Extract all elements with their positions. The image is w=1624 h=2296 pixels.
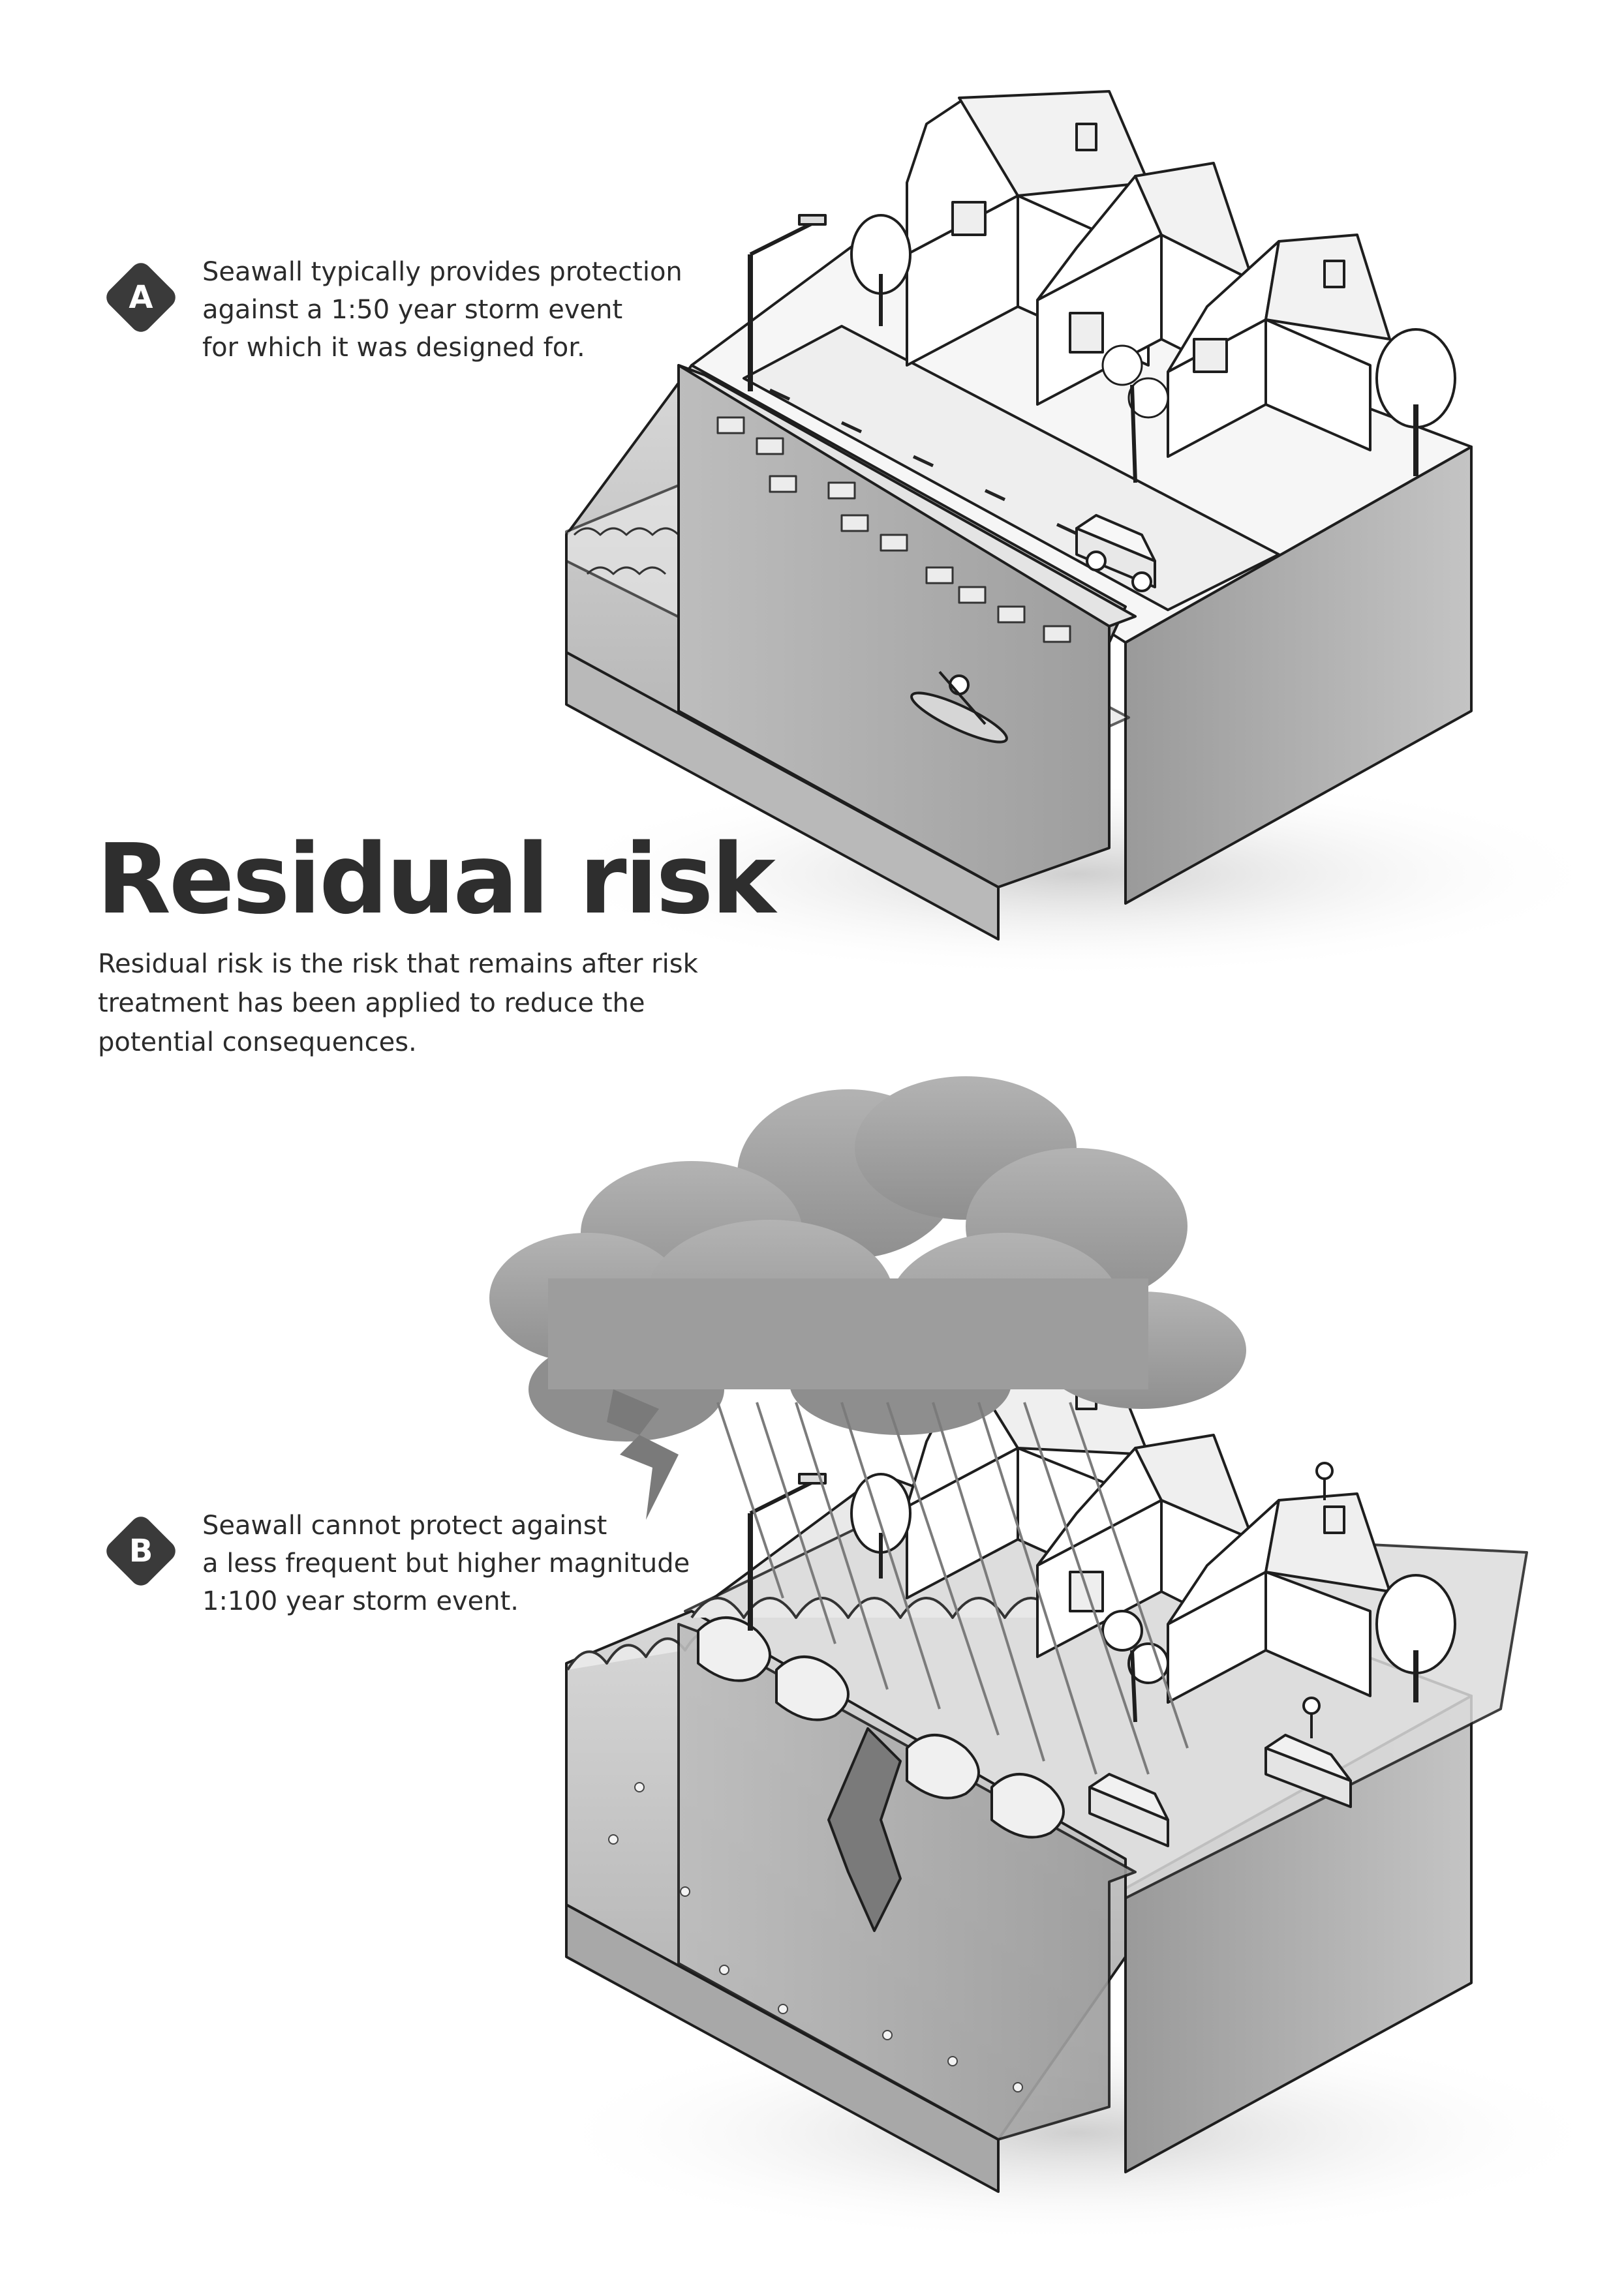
person-on-chimney <box>1315 1462 1334 1500</box>
palm-trees <box>1101 344 1169 483</box>
tree-right <box>1375 328 1456 476</box>
rain-streaks <box>716 1402 1189 1775</box>
diamond-badge-icon <box>106 1517 176 1586</box>
seawall-bricks <box>716 416 1071 643</box>
description-line: potential consequences. <box>98 1027 417 1057</box>
street-light <box>748 214 827 391</box>
badge-a: A <box>97 253 185 342</box>
kayaker-figure <box>910 671 1008 744</box>
description-line: Residual risk is the risk that remains a… <box>98 949 698 979</box>
badge-letter: A <box>129 279 153 316</box>
caption-b: Seawall cannot protect against a less fr… <box>202 1507 690 1620</box>
house-3 <box>1167 234 1391 458</box>
storm-cloud <box>489 1076 1246 1442</box>
seawall-top <box>677 364 1137 627</box>
car-submerged <box>1088 1773 1169 1847</box>
water-bubbles <box>608 1782 1023 2092</box>
badge-b: B <box>97 1507 185 1595</box>
caption-line: Seawall cannot protect against <box>202 1511 607 1541</box>
tree-right <box>1375 1574 1456 1702</box>
caption-line: 1:100 year storm event. <box>202 1586 519 1616</box>
diamond-badge-icon <box>106 263 176 332</box>
seawall-breach-crack <box>827 1727 902 1932</box>
lightning-bolt <box>607 1389 679 1520</box>
caption-line: a less frequent but higher magnitude <box>202 1548 690 1578</box>
palm-trees <box>1101 1610 1169 1723</box>
caption-a: Seawall typically provides protection ag… <box>202 253 682 367</box>
scene-b-seawall-storm <box>489 1076 1612 2244</box>
tree-left <box>850 1473 912 1578</box>
tree-left <box>850 214 912 326</box>
caption-line: against a 1:50 year storm event <box>202 295 623 325</box>
description: Residual risk is the risk that remains a… <box>98 944 698 1062</box>
description-line: treatment has been applied to reduce the <box>98 988 645 1018</box>
house-3 <box>1167 1492 1391 1704</box>
badge-letter: B <box>129 1533 153 1569</box>
scene-a-seawall-calm <box>542 90 1612 978</box>
page-title: Residual risk <box>97 823 776 935</box>
caption-line: Seawall typically provides protection <box>202 257 682 287</box>
caption-line: for which it was designed for. <box>202 333 585 363</box>
street-light <box>748 1473 827 1631</box>
car-with-person-on-roof <box>1264 1697 1352 1808</box>
overtopping-waves <box>697 1616 1065 1839</box>
car <box>1075 514 1156 592</box>
